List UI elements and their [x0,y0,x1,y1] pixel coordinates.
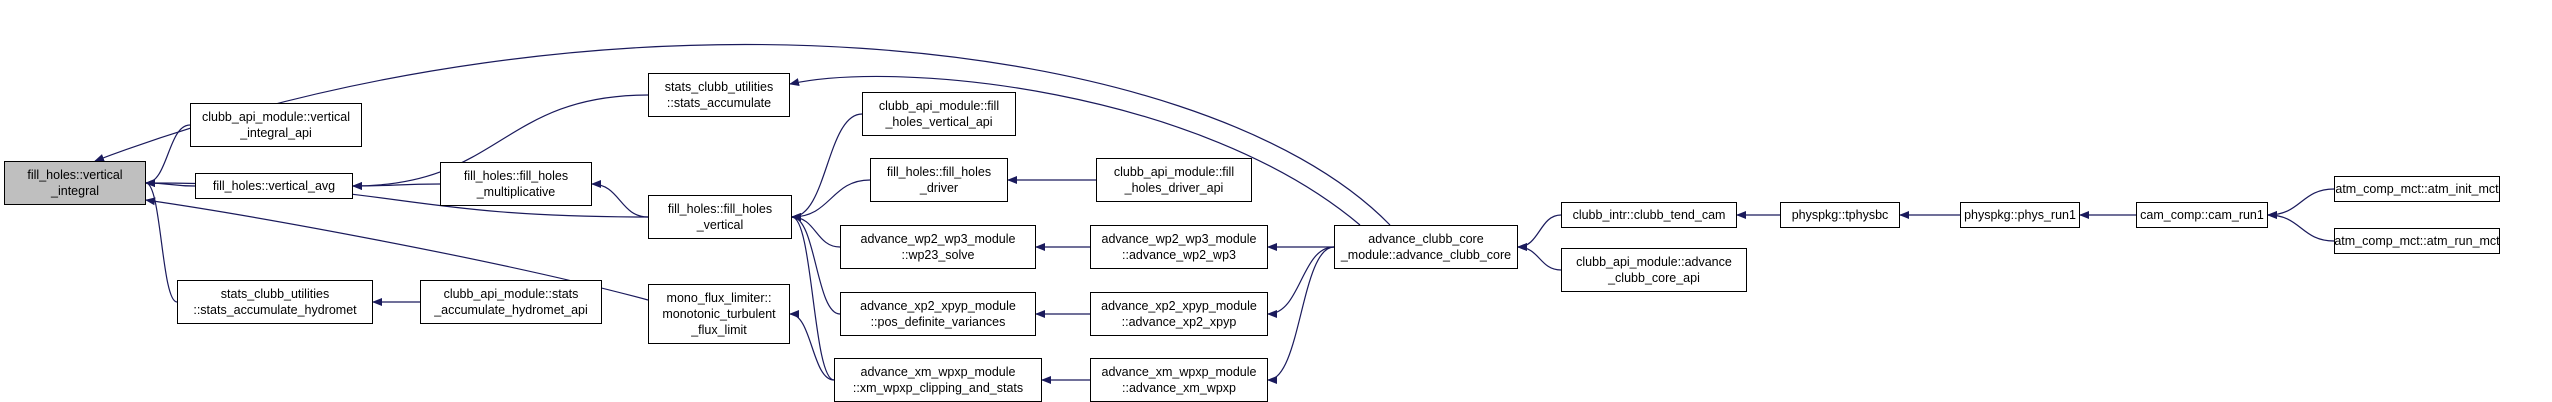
graph-node-fill-holes-vertical-api[interactable]: clubb_api_module::fill _holes_vertical_a… [862,92,1016,136]
graph-node-fill-holes-driver-api[interactable]: clubb_api_module::fill _holes_driver_api [1096,158,1252,202]
graph-node-atm-init-mct[interactable]: atm_comp_mct::atm_init_mct [2334,176,2500,202]
graph-node-cam-run1[interactable]: cam_comp::cam_run1 [2136,202,2268,228]
call-edge-n7-to-n4 [591,180,649,218]
graph-node-atm-run-mct[interactable]: atm_comp_mct::atm_run_mct [2334,228,2500,254]
graph-node-stats-accumulate[interactable]: stats_clubb_utilities ::stats_accumulate [648,73,790,117]
call-edges [94,43,2335,384]
graph-node-stats-accumulate-hydromet-api[interactable]: clubb_api_module::stats _accumulate_hydr… [420,280,602,324]
graph-node-wp23-solve[interactable]: advance_wp2_wp3_module ::wp23_solve [840,225,1036,269]
graph-node-xm-wpxp-clipping-and-stats[interactable]: advance_xm_wpxp_module ::xm_wpxp_clippin… [834,358,1042,402]
call-edge-n18-to-n0 [94,43,1391,226]
call-edge-n9-to-n7 [791,113,863,221]
graph-node-advance-clubb-core[interactable]: advance_clubb_core _module::advance_club… [1334,225,1518,269]
call-edge-n18-to-n3 [789,75,1361,226]
graph-node-vertical-avg[interactable]: fill_holes::vertical_avg [195,173,353,199]
graph-node-stats-accumulate-hydromet[interactable]: stats_clubb_utilities ::stats_accumulate… [177,280,373,324]
graph-node-fill-holes-driver[interactable]: fill_holes::fill_holes _driver [870,158,1008,202]
graph-node-advance-xp2-xpyp[interactable]: advance_xp2_xpyp_module ::advance_xp2_xp… [1090,292,1268,336]
call-edge-n13-to-n7 [791,213,835,381]
call-edge-n5-to-n0 [145,179,178,303]
graph-node-fill-holes-multiplicative[interactable]: fill_holes::fill_holes _multiplicative [440,162,592,206]
graph-node-vertical-integral-api[interactable]: clubb_api_module::vertical _integral_api [190,103,362,147]
graph-node-advance-xm-wpxp[interactable]: advance_xm_wpxp_module ::advance_xm_wpxp [1090,358,1268,402]
call-edge-n3-to-n2 [352,94,649,190]
call-edge-n18-to-n16 [1267,246,1335,318]
call-edge-n24-to-n23 [2267,188,2335,219]
graph-node-advance-wp2-wp3[interactable]: advance_wp2_wp3_module ::advance_wp2_wp3 [1090,225,1268,269]
graph-node-monotonic-turbulent-flux-limit[interactable]: mono_flux_limiter:: monotonic_turbulent … [648,284,790,344]
graph-node-pos-definite-variances[interactable]: advance_xp2_xpyp_module ::pos_definite_v… [840,292,1036,336]
graph-node-advance-clubb-core-api[interactable]: clubb_api_module::advance _clubb_core_ap… [1561,248,1747,292]
call-edge-n18-to-n17 [1267,246,1335,384]
call-edge-n4-to-n2 [352,181,441,190]
call-edge-n11-to-n7 [791,213,841,248]
call-edge-n10-to-n7 [791,179,871,221]
call-edge-n20-to-n18 [1517,243,1562,271]
graph-node-clubb-tend-cam[interactable]: clubb_intr::clubb_tend_cam [1561,202,1737,228]
call-edge-n1-to-n0 [145,124,191,187]
call-edge-n25-to-n23 [2267,211,2335,242]
call-edge-n19-to-n18 [1517,214,1562,251]
graph-node-phys-run1[interactable]: physpkg::phys_run1 [1960,202,2080,228]
graph-node-root-vertical-integral: fill_holes::vertical _integral [4,161,146,205]
graph-node-tphysbc[interactable]: physpkg::tphysbc [1780,202,1900,228]
graph-node-fill-holes-vertical[interactable]: fill_holes::fill_holes _vertical [648,195,792,239]
call-edge-n13-to-n8 [789,310,835,381]
